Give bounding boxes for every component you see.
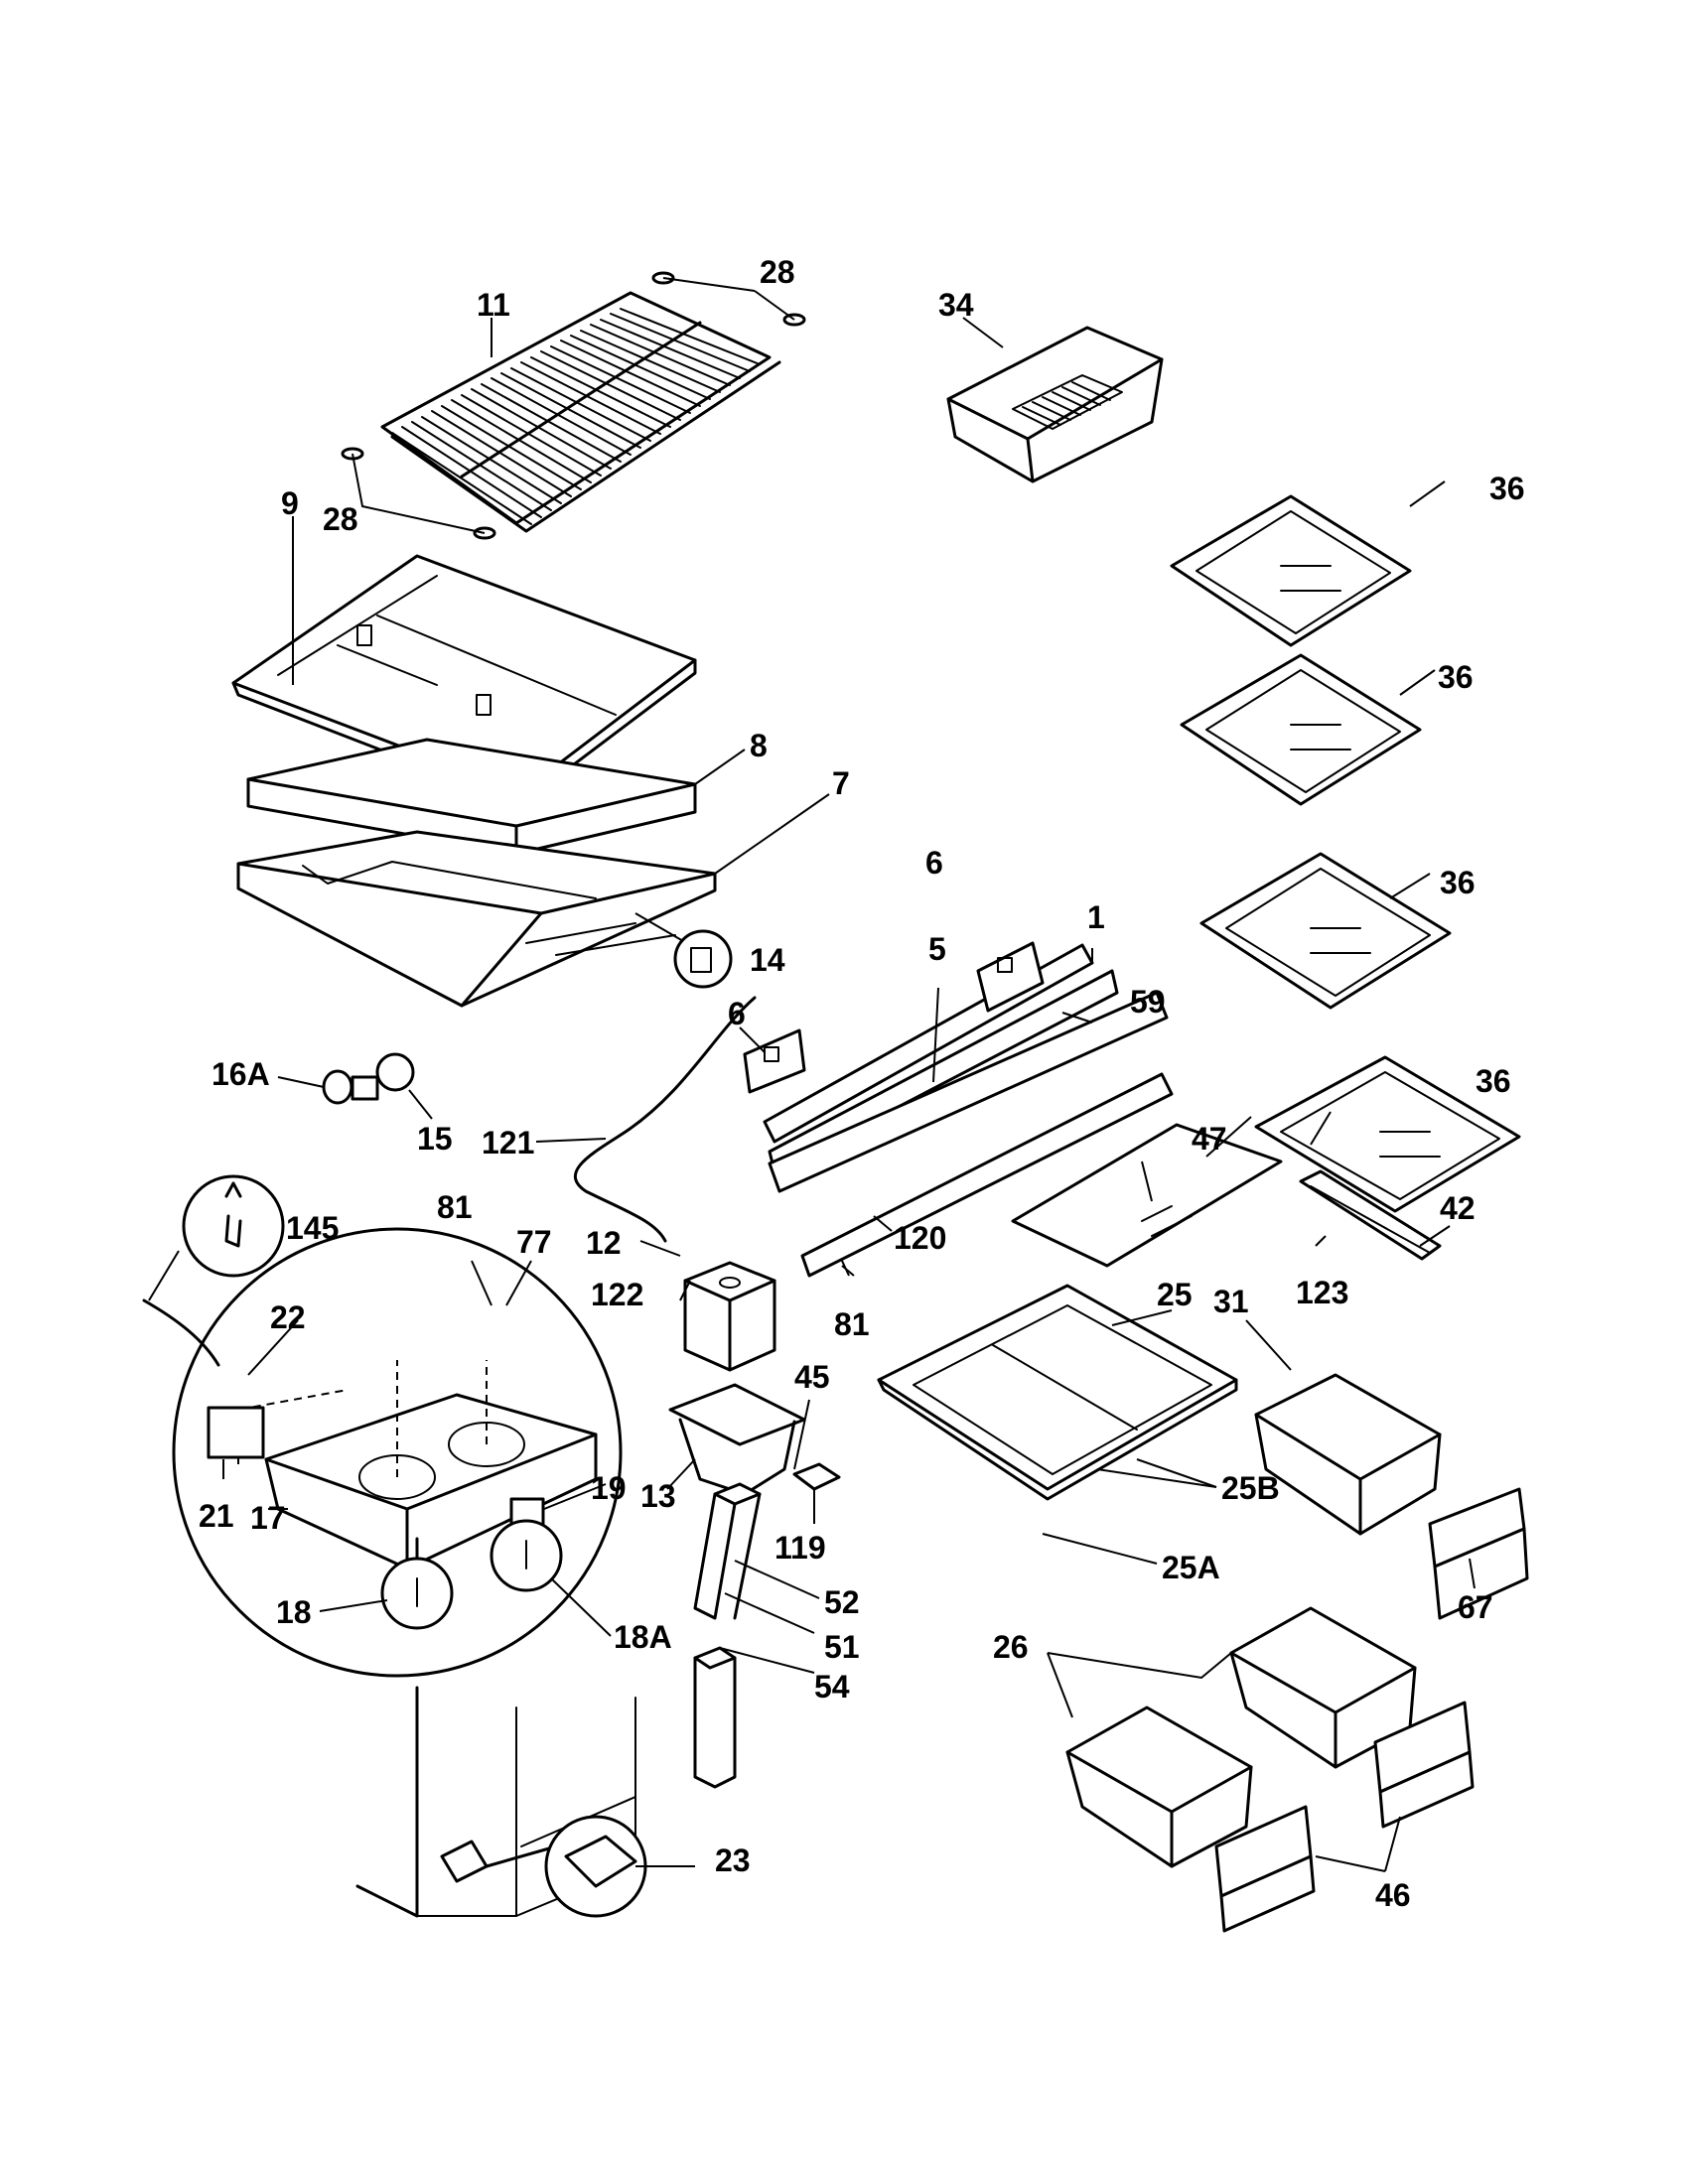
callout-36-top: 36 bbox=[1489, 471, 1525, 506]
ice-tray bbox=[946, 326, 1164, 483]
light-switch bbox=[634, 912, 733, 989]
callout-31: 31 bbox=[1213, 1284, 1249, 1319]
callout-6-upper: 6 bbox=[925, 845, 943, 881]
glass-shelf-bottom bbox=[1254, 1055, 1521, 1213]
callout-46: 46 bbox=[1375, 1877, 1411, 1913]
callout-11: 11 bbox=[477, 287, 510, 323]
drawer-front bbox=[1428, 1487, 1529, 1620]
callout-25b: 25B bbox=[1221, 1470, 1280, 1506]
callout-7: 7 bbox=[832, 765, 850, 801]
callout-18: 18 bbox=[276, 1594, 312, 1630]
glass-shelf-top bbox=[1170, 494, 1412, 647]
callout-47: 47 bbox=[1192, 1121, 1227, 1157]
callout-19: 19 bbox=[591, 1470, 627, 1506]
wire-harness bbox=[573, 996, 757, 1243]
callout-54: 54 bbox=[814, 1669, 850, 1705]
callout-12: 12 bbox=[586, 1225, 622, 1261]
callout-25: 25 bbox=[1157, 1277, 1193, 1312]
callout-45: 45 bbox=[794, 1359, 830, 1395]
cover-support bbox=[1299, 1169, 1442, 1261]
callout-14: 14 bbox=[750, 942, 785, 978]
cabinet-lower-corner bbox=[355, 1686, 647, 1918]
callout-17: 17 bbox=[250, 1500, 286, 1536]
callout-122: 122 bbox=[591, 1277, 643, 1312]
callout-52: 52 bbox=[824, 1584, 860, 1620]
callout-1: 1 bbox=[1087, 899, 1105, 935]
crisper-cover bbox=[877, 1284, 1238, 1501]
callout-121: 121 bbox=[482, 1125, 534, 1160]
air-duct-assembly bbox=[668, 1261, 841, 1789]
callout-67: 67 bbox=[1458, 1589, 1493, 1625]
glass-insert bbox=[246, 738, 697, 856]
callout-120: 120 bbox=[894, 1220, 946, 1256]
callout-42: 42 bbox=[1440, 1190, 1476, 1226]
crisper-pan-lower-left bbox=[1065, 1706, 1253, 1868]
drawer-front-lower-left bbox=[1214, 1805, 1316, 1933]
drawer-front-lower-right bbox=[1373, 1701, 1475, 1829]
callout-59: 59 bbox=[1130, 984, 1166, 1020]
callout-36-second: 36 bbox=[1438, 659, 1474, 695]
callout-123: 123 bbox=[1296, 1275, 1348, 1310]
callout-34: 34 bbox=[938, 287, 974, 323]
callout-13: 13 bbox=[640, 1478, 676, 1514]
callout-23: 23 bbox=[715, 1843, 751, 1878]
callout-145: 145 bbox=[286, 1210, 339, 1246]
callout-5: 5 bbox=[928, 931, 946, 967]
callout-81-upper: 81 bbox=[437, 1189, 473, 1225]
callout-labels: 11 28 28 34 36 36 36 36 9 8 7 6 1 5 14 5… bbox=[199, 254, 1525, 1913]
thermostat-clip-detail bbox=[142, 1174, 285, 1367]
callout-51: 51 bbox=[824, 1629, 860, 1665]
callout-8: 8 bbox=[750, 728, 768, 763]
callout-22: 22 bbox=[270, 1299, 306, 1335]
callout-28-lower: 28 bbox=[323, 501, 358, 537]
callout-15: 15 bbox=[417, 1121, 453, 1157]
callout-25a: 25A bbox=[1162, 1550, 1220, 1585]
glass-shelf bbox=[1011, 1123, 1283, 1268]
callout-26: 26 bbox=[993, 1629, 1029, 1665]
callout-119: 119 bbox=[774, 1530, 826, 1566]
callout-9: 9 bbox=[281, 485, 299, 521]
callout-21: 21 bbox=[199, 1498, 234, 1534]
control-housing-detail bbox=[172, 1227, 623, 1678]
callout-6-lower: 6 bbox=[728, 996, 746, 1031]
callout-18a: 18A bbox=[614, 1619, 672, 1655]
callout-28-upper: 28 bbox=[760, 254, 795, 290]
crisper-pan bbox=[1254, 1373, 1442, 1536]
leader-lines bbox=[222, 277, 1476, 1872]
callout-77: 77 bbox=[516, 1224, 552, 1260]
callout-81-lower: 81 bbox=[834, 1306, 870, 1342]
callout-16a: 16A bbox=[211, 1056, 270, 1092]
callout-36-bottom: 36 bbox=[1476, 1063, 1511, 1099]
wire-shelf bbox=[341, 271, 806, 540]
lamp-socket-and-bulb bbox=[322, 1052, 415, 1105]
mullion-rails bbox=[743, 941, 1174, 1278]
glass-shelf-second bbox=[1180, 653, 1422, 806]
crisper-pan-lower-right bbox=[1229, 1606, 1417, 1769]
glass-shelf-third bbox=[1199, 852, 1452, 1010]
callout-36-third: 36 bbox=[1440, 865, 1476, 900]
